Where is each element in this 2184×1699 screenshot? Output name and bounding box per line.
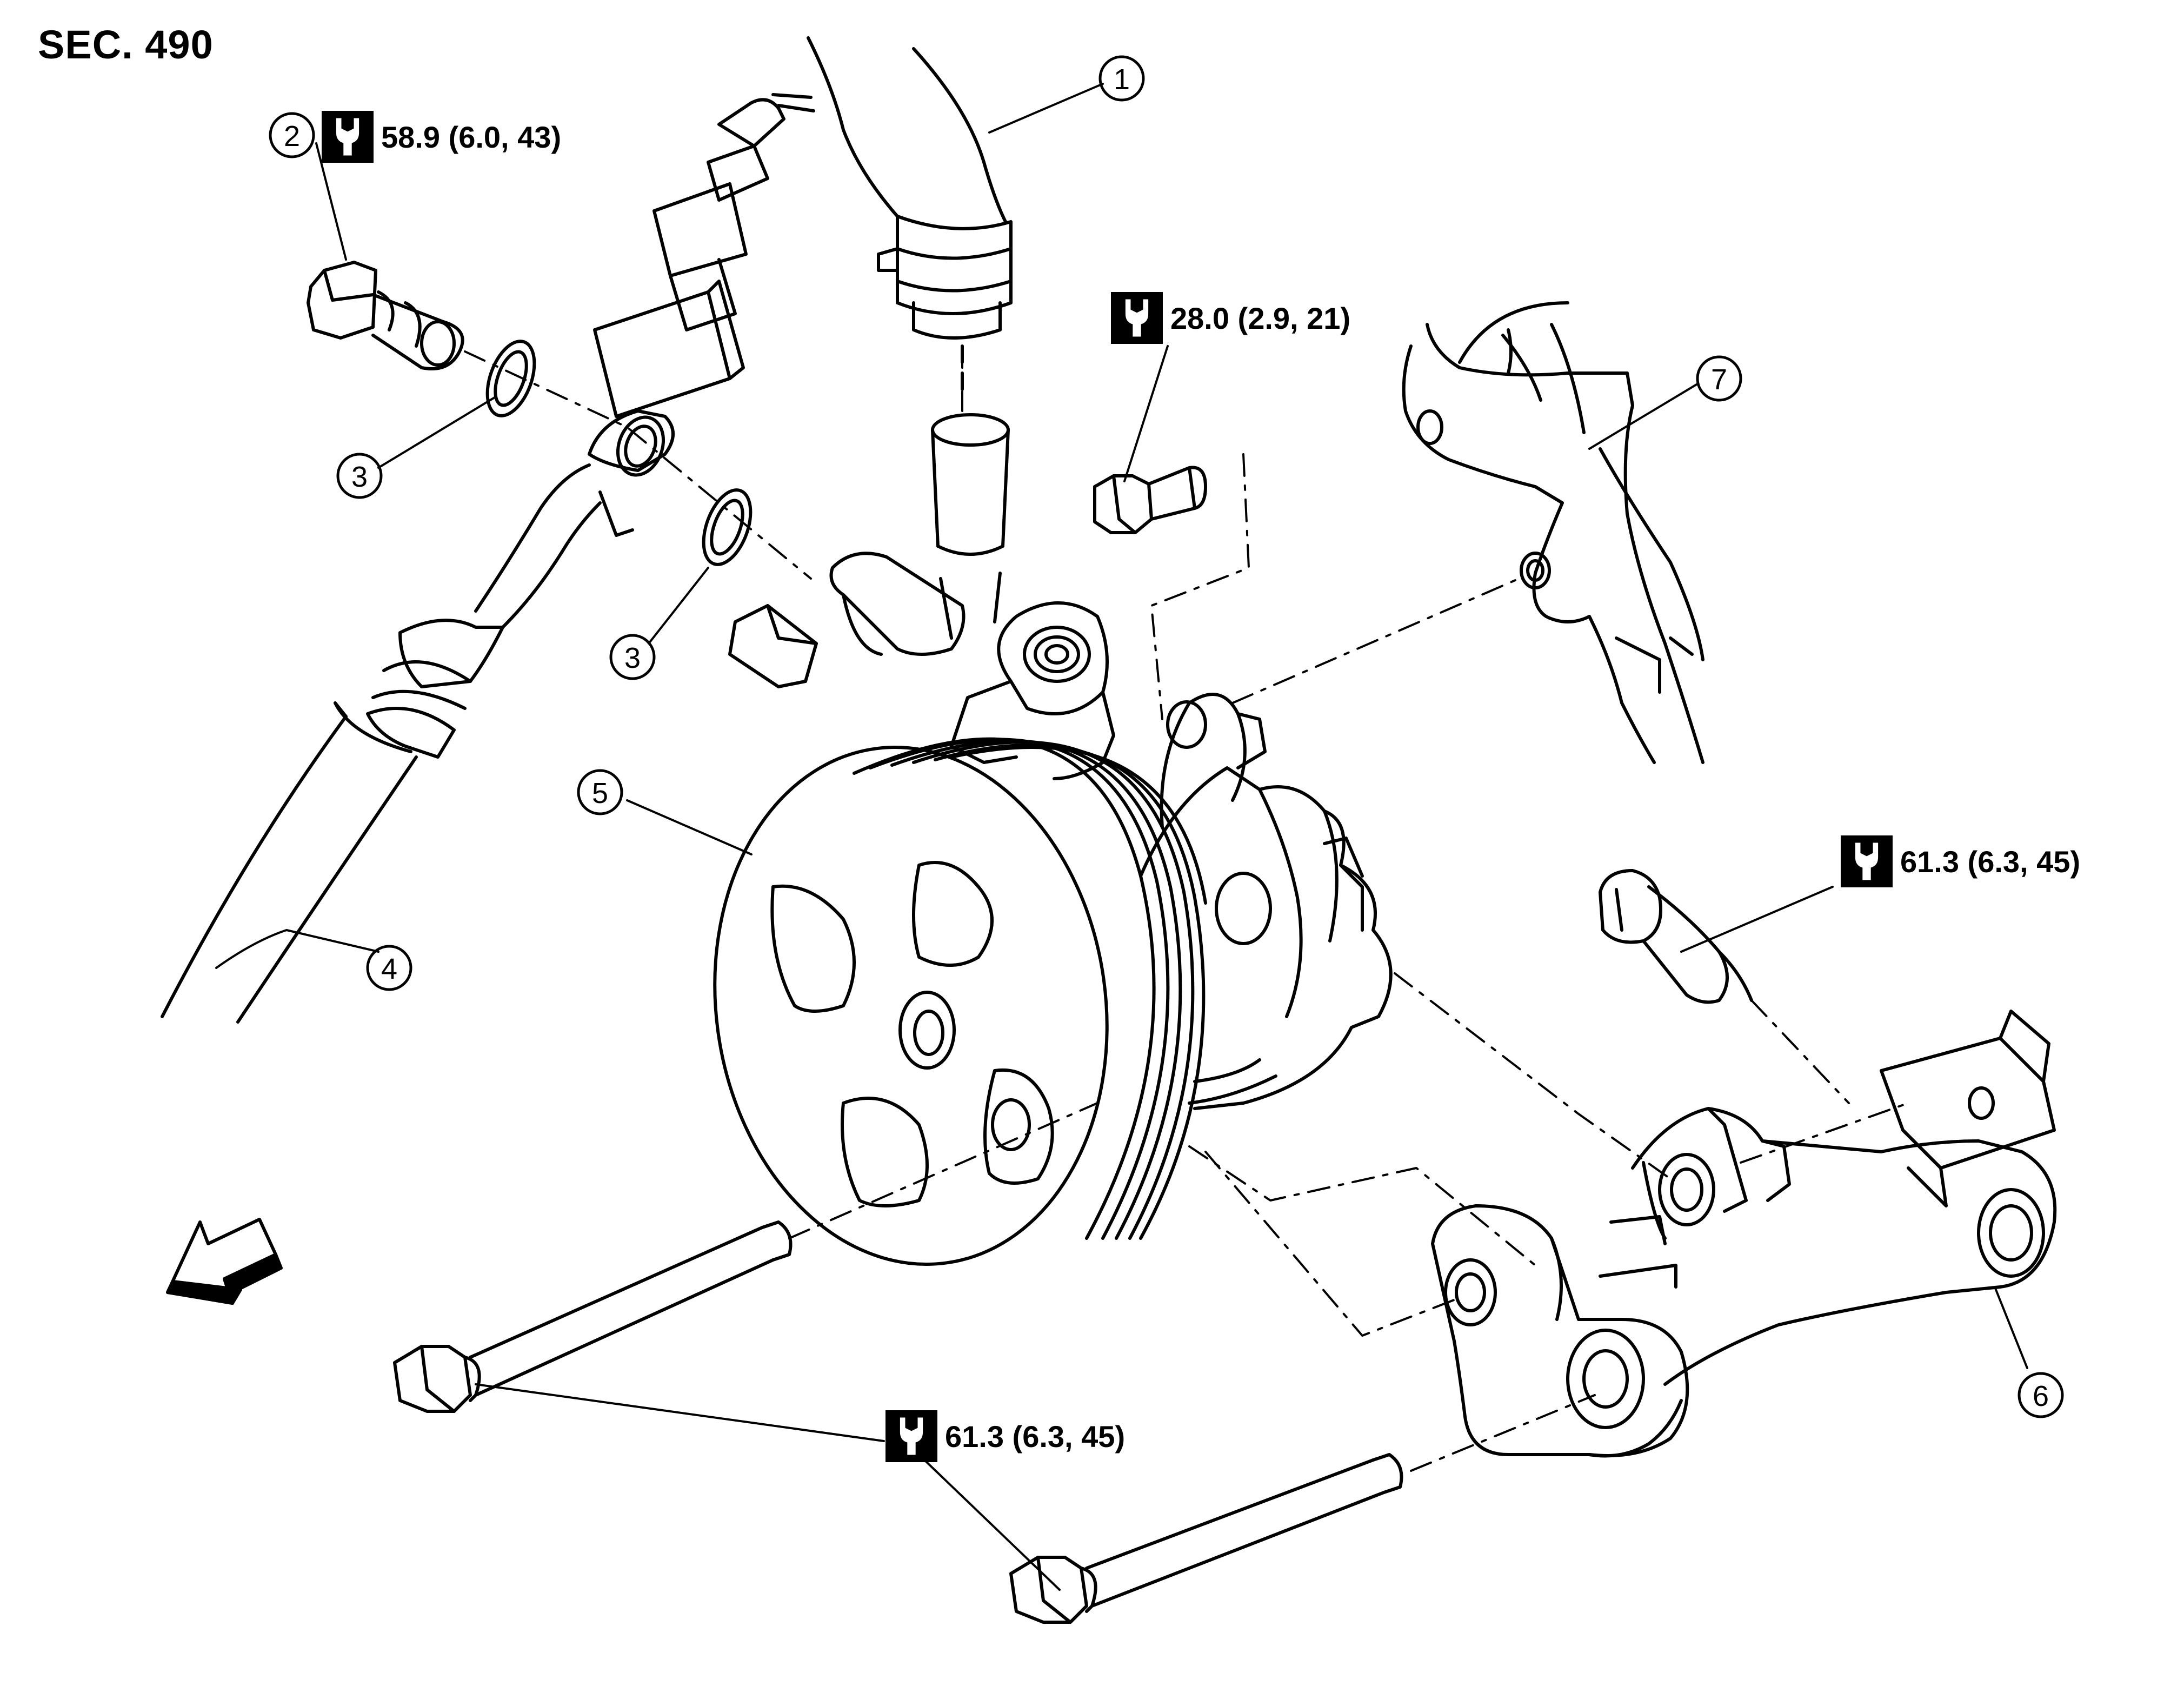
pressure-sensor [593, 93, 815, 418]
callout-5-circle [577, 769, 623, 815]
callout-2-label: 2 [284, 120, 300, 152]
callout-7-circle [1696, 355, 1742, 402]
torque-spec-upper-bolt: 28.0 (2.9, 21) [1111, 292, 1350, 344]
alignment-lines [788, 345, 1909, 1472]
copper-washer-upper [485, 340, 536, 417]
callout-2-circle [269, 112, 315, 158]
engine-bracket [1402, 301, 1704, 764]
long-bolt-upper [393, 1220, 793, 1413]
callout-4-label: 4 [381, 953, 397, 985]
torque-value: 28.0 (2.9, 21) [1170, 301, 1351, 335]
long-bolt-lower [1009, 1453, 1403, 1624]
pressure-hose [161, 409, 675, 1024]
power-steering-pump [713, 552, 1393, 1266]
callout-3b-circle [609, 634, 656, 680]
wrench-torque-icon [1841, 835, 1893, 887]
callout-3a-circle [336, 453, 383, 499]
eye-bolt [307, 261, 464, 370]
bracket-bolt [1599, 869, 1753, 1004]
wrench-torque-icon [885, 1410, 937, 1462]
torque-value: 61.3 (6.3, 45) [945, 1419, 1126, 1454]
leader-lines [215, 83, 2028, 1591]
callout-7-label: 7 [1711, 363, 1727, 396]
torque-spec-bracket-bolt: 61.3 (6.3, 45) [1841, 835, 2080, 887]
front-direction-arrow-icon [166, 1218, 283, 1305]
section-title: SEC. 490 [38, 22, 214, 67]
wrench-torque-icon [322, 111, 374, 163]
suction-pipe [931, 413, 1010, 640]
alignment-line-eye-bolt [464, 350, 812, 580]
torque-spec-eye-bolt: 58.9 (6.0, 43) [322, 111, 561, 163]
callout-1-circle [1098, 55, 1145, 102]
callout-6-label: 6 [2033, 1380, 2049, 1412]
callout-3a-label: 3 [351, 461, 368, 493]
copper-washer-lower [702, 488, 753, 566]
torque-spec-long-bolts: 61.3 (6.3, 45) [885, 1410, 1125, 1462]
callout-6-circle [2017, 1372, 2064, 1418]
torque-value: 58.9 (6.0, 43) [381, 120, 562, 154]
wrench-torque-icon [1111, 292, 1163, 344]
callout-1-label: 1 [1114, 63, 1130, 96]
callout-4-circle [366, 945, 412, 991]
callout-3b-label: 3 [624, 642, 641, 674]
suction-hose [807, 36, 1013, 402]
upper-mounting-bolt [1093, 466, 1207, 534]
torque-value: 61.3 (6.3, 45) [1900, 844, 2081, 879]
pump-bracket [1431, 1010, 2057, 1458]
callout-5-label: 5 [592, 777, 608, 809]
callout-circles [269, 55, 2064, 1418]
